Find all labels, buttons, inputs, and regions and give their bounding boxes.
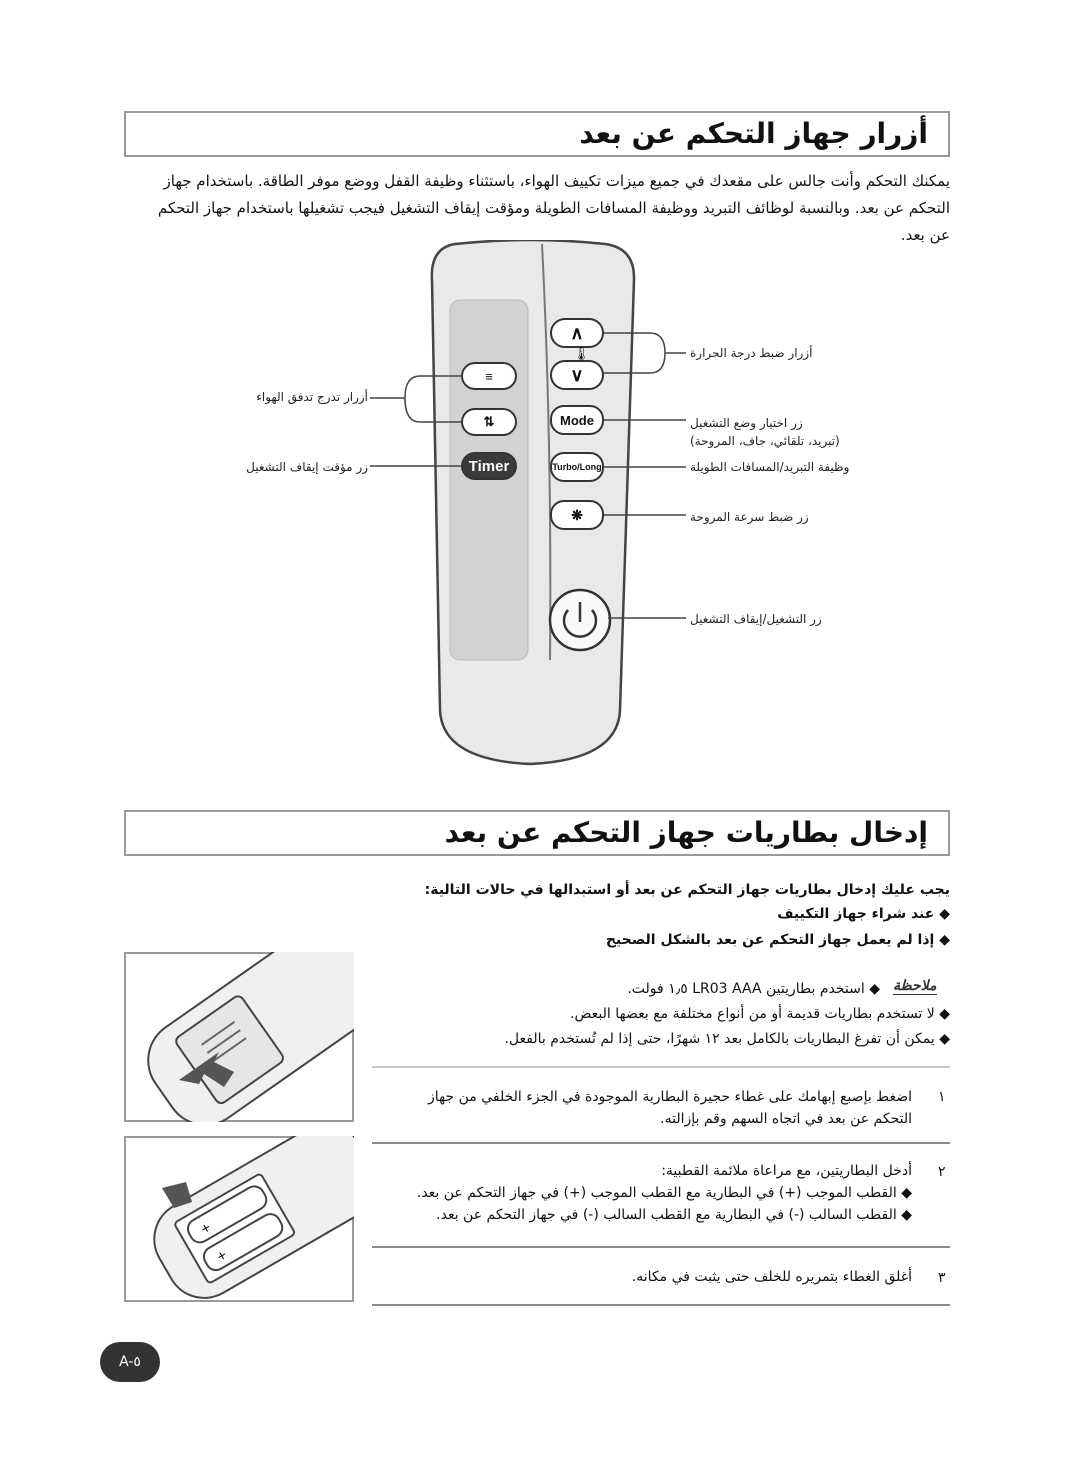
diamond-icon: ◆	[869, 981, 880, 997]
section1-title-box: أزرار جهاز التحكم عن بعد	[124, 111, 950, 157]
airflow-vertical-button[interactable]: ≡	[461, 362, 517, 390]
step2-number: ٢	[938, 1164, 946, 1180]
bullet-item: ◆ إذا لم يعمل جهاز التحكم عن بعد بالشكل …	[606, 932, 950, 948]
power-callout: زر التشغيل/إيقاف التشغيل	[690, 612, 822, 626]
page-number: A-٥	[119, 1354, 141, 1370]
bullet-text: عند شراء جهاز التكييف	[777, 906, 935, 922]
step1-number: ١	[938, 1089, 946, 1105]
para-line: يمكنك التحكم وأنت جالس على مقعدك في جميع…	[163, 172, 950, 190]
airflow-horizontal-button[interactable]: ⇅	[461, 408, 517, 436]
turbo-long-button[interactable]: Turbo/Long	[550, 452, 604, 482]
section1-title: أزرار جهاز التحكم عن بعد	[579, 117, 928, 150]
note-divider	[372, 1066, 950, 1068]
section2-title-box: إدخال بطاريات جهاز التحكم عن بعد	[124, 810, 950, 856]
note-text: لا تستخدم بطاريات قديمة أو من أنواع مختل…	[570, 1006, 935, 1022]
timer-callout: زر مؤقت إيقاف التشغيل	[246, 460, 368, 474]
section1-paragraph: يمكنك التحكم وأنت جالس على مقعدك في جميع…	[120, 168, 950, 249]
diamond-icon: ◆	[901, 1185, 912, 1201]
section2-title: إدخال بطاريات جهاز التحكم عن بعد	[444, 816, 928, 849]
page-number-badge: A-٥	[100, 1342, 160, 1382]
section2-intro: يجب عليك إدخال بطاريات جهاز التحكم عن بع…	[424, 882, 950, 898]
mode-callout-line2: (تبريد، تلقائي، جاف، المروحة)	[690, 434, 840, 448]
turbo-button-label: Turbo/Long	[552, 462, 602, 472]
callout-lines	[370, 332, 686, 619]
diamond-icon: ◆	[901, 1207, 912, 1223]
note-text: يمكن أن تفرغ البطاريات بالكامل بعد ١٢ شه…	[504, 1031, 935, 1047]
step-divider	[372, 1142, 950, 1144]
para-line: عن بعد.	[900, 226, 950, 244]
note-label: ملاحظة	[893, 978, 937, 995]
airflow-callout: أزرار تدرج تدفق الهواء	[256, 390, 368, 404]
timer-button-label: Timer	[468, 457, 510, 475]
note-item: ◆ يمكن أن تفرغ البطاريات بالكامل بعد ١٢ …	[504, 1031, 950, 1047]
step2-text: أدخل البطاريتين، مع مراعاة ملائمة القطبي…	[416, 1163, 912, 1223]
diamond-icon: ◆	[939, 1006, 950, 1022]
timer-button[interactable]: Timer	[461, 452, 517, 480]
turbo-callout: وظيفة التبريد/المسافات الطويلة	[690, 460, 850, 474]
bullet-text: إذا لم يعمل جهاز التحكم عن بعد بالشكل ال…	[605, 932, 935, 948]
mode-callout-line1: زر اختيار وضع التشغيل	[690, 416, 803, 430]
step3-number: ٣	[938, 1270, 946, 1286]
step-divider	[372, 1246, 950, 1248]
battery-insert-illustration: + +	[124, 1136, 354, 1302]
fan-icon: ❋	[571, 506, 583, 523]
fan-speed-button[interactable]: ❋	[550, 500, 604, 530]
step3-text: أغلق الغطاء بتمريره للخلف حتى يثبت في مك…	[631, 1269, 912, 1285]
fan-callout: زر ضبط سرعة المروحة	[690, 510, 809, 524]
step-divider	[372, 1304, 950, 1306]
diamond-icon: ◆	[939, 1031, 950, 1047]
temp-callout: أزرار ضبط درجة الحرارة	[690, 346, 813, 360]
battery-cover-illustration	[124, 952, 354, 1122]
bullet-item: ◆ عند شراء جهاز التكييف	[777, 906, 950, 922]
note-item: ◆ استخدم بطاريتين LR03 AAA ١٫٥ فولت.	[627, 981, 880, 997]
diamond-icon: ◆	[939, 906, 950, 922]
mode-button[interactable]: Mode	[550, 405, 604, 435]
temp-down-button[interactable]: ∨	[550, 360, 604, 390]
temp-up-button[interactable]: ∧	[550, 318, 604, 348]
note-text: استخدم بطاريتين LR03 AAA ١٫٥ فولت.	[627, 981, 865, 997]
step1-text: اضغط بإصبع إبهامك على غطاء حجيرة البطاري…	[428, 1089, 912, 1127]
note-item: ◆ لا تستخدم بطاريات قديمة أو من أنواع مخ…	[570, 1006, 950, 1022]
para-line: التحكم عن بعد. وبالنسبة لوظائف التبريد و…	[157, 199, 950, 217]
airflow-horizontal-icon: ⇅	[483, 414, 495, 429]
mode-button-label: Mode	[560, 412, 594, 428]
thermometer-icon: 🌡	[573, 347, 590, 362]
airflow-vertical-icon: ≡	[485, 368, 493, 384]
diamond-icon: ◆	[939, 932, 950, 948]
